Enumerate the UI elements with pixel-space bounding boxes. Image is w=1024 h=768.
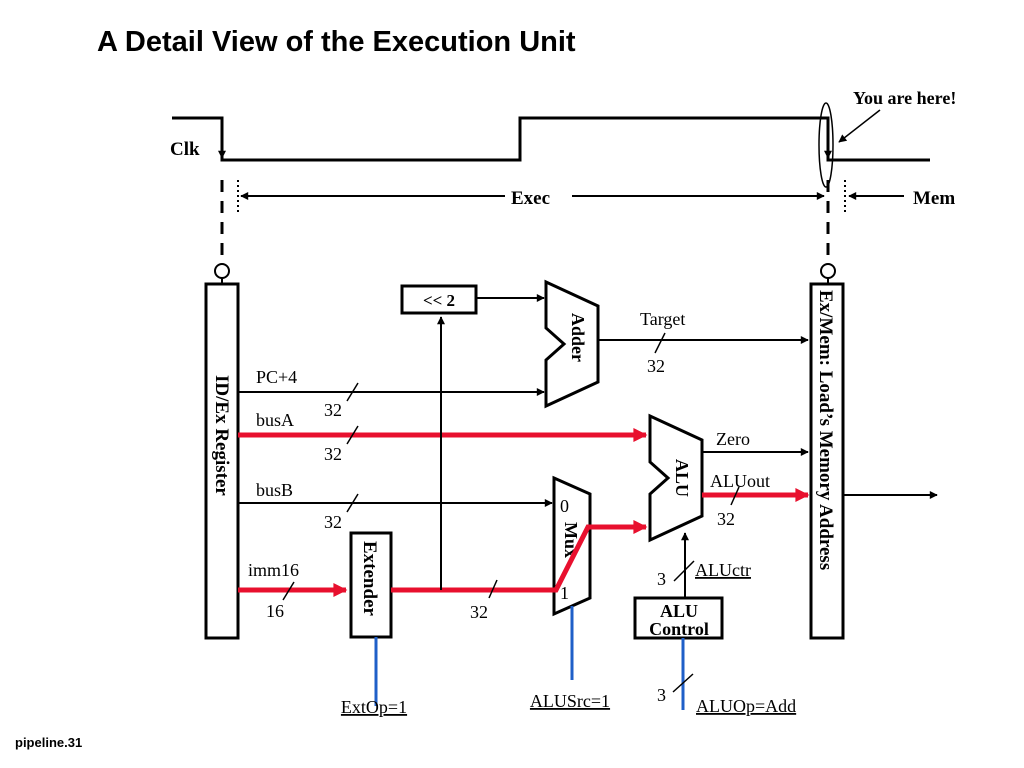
alu-control-block [633,596,724,640]
page-title: A Detail View of the Execution Unit [97,26,576,58]
busB-width: 32 [324,512,342,532]
adder-label: Adder [568,313,588,362]
aluctr-width: 3 [657,569,666,589]
imm16-width: 16 [266,601,284,621]
busA-label: busA [256,410,294,430]
alusrc-label: ALUSrc=1 [530,691,610,711]
stage-mem-label: Mem [913,188,955,209]
alu-control-label-line2: Control [649,619,709,639]
clock-waveform [172,116,930,162]
ex-mem-register-label: Ex/Mem: Load’s Memory Address [815,290,836,570]
busA-width: 32 [324,444,342,464]
target-width: 32 [647,356,665,376]
alu-label: ALU [672,459,692,497]
bus-width-slash [282,581,295,601]
target-label: Target [640,309,685,329]
mux-label: Mux [561,522,581,558]
aluop-width: 3 [657,685,666,705]
bus-width-slash [346,425,359,445]
callout-ellipse [818,102,834,188]
bus-width-slash [673,560,695,582]
aluctr-label: ALUctr [695,560,751,580]
zero-label: Zero [716,429,750,449]
callout-arrow [838,109,881,143]
callout-label: You are here! [853,88,956,108]
slide-footer: pipeline.31 [15,735,83,750]
id-ex-register [204,282,240,640]
mux-input-0: 0 [560,496,569,516]
mux-select-path [548,524,605,593]
clock-label: Clk [170,139,200,160]
imm16-label: imm16 [248,560,299,580]
aluop-label: ALUOp=Add [696,696,796,716]
pc4-label: PC+4 [256,367,297,387]
bus-width-slash [346,493,359,513]
adder-block [544,279,600,409]
extop-label: ExtOp=1 [341,697,407,717]
bus-width-slash [672,673,694,693]
aluout-width: 32 [717,509,735,529]
alu-control-label-line1: ALU [660,601,698,621]
bus-width-slash [654,332,666,354]
bus-width-slash [488,579,498,599]
bus-width-slash [346,382,359,402]
pc4-width: 32 [324,400,342,420]
bus-width-slash [730,486,740,506]
stage-exec-label: Exec [511,188,550,209]
id-ex-register-label: ID/Ex Register [211,375,232,496]
aluout-label: ALUout [710,471,770,491]
mux-input-1: 1 [560,583,569,603]
ext-width: 32 [470,602,488,622]
register-clock-bubble [820,263,836,279]
shift-left-2-block [400,284,478,315]
busB-label: busB [256,480,293,500]
extender-label: Extender [359,541,380,617]
shift-left-2-label: << 2 [423,291,455,310]
register-clock-bubble [214,263,230,279]
extender-block [349,531,393,639]
ex-mem-register [809,282,845,640]
